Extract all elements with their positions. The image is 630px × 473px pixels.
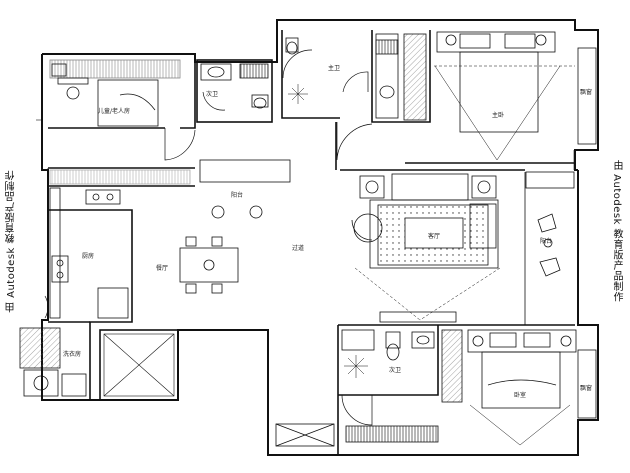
interior-walls — [48, 30, 575, 455]
doors — [44, 49, 373, 426]
label-kids-room: 儿童/老人房 — [98, 107, 130, 115]
label-window-bay: 飘窗 — [580, 88, 592, 96]
shaft-cross — [103, 333, 175, 397]
label-window-bay-2: 飘窗 — [580, 384, 592, 392]
label-kitchen: 厨房 — [82, 252, 94, 260]
label-bedroom-2: 卧室 — [514, 391, 526, 399]
label-bath-3: 次卫 — [389, 366, 401, 374]
balcony-2: 阳台 — [524, 171, 575, 325]
wardrobe-master — [403, 33, 427, 121]
outer-walls — [41, 19, 599, 456]
label-main-bath: 主卫 — [328, 64, 340, 72]
laundry-fixtures: 洗衣房 — [19, 327, 87, 397]
label-hallway: 过道 — [292, 244, 304, 252]
living-furniture: 客厅 — [351, 173, 501, 323]
label-living: 客厅 — [428, 232, 440, 240]
second-bath-fixtures: 次卫 — [200, 63, 269, 109]
label-dining: 餐厅 — [156, 264, 168, 272]
windows — [36, 119, 599, 420]
wardrobe-bedroom-2 — [441, 329, 463, 403]
dining-furniture: 餐厅 阳台 — [156, 159, 291, 294]
main-bath-fixtures: 主卫 — [285, 33, 399, 119]
bath-3-fixtures: 次卫 — [341, 329, 435, 378]
watermark-right: 由 Autodesk 教育版产品制作 — [611, 160, 622, 303]
kids-room-furniture: 儿童/老人房 — [49, 59, 181, 127]
label-laundry: 洗衣房 — [63, 350, 81, 358]
label-balcony-2: 阳台 — [540, 237, 552, 245]
label-balcony-1: 阳台 — [231, 191, 243, 199]
label-second-bath: 次卫 — [206, 90, 218, 98]
kitchen-furniture: 厨房 — [47, 168, 191, 319]
label-master-bedroom: 主卧 — [492, 111, 504, 119]
bottom-balcony — [275, 423, 439, 447]
master-bedroom-furniture: 主卧 飘窗 — [434, 31, 597, 161]
bedroom-2-furniture: 飘窗 卧室 — [467, 329, 597, 446]
